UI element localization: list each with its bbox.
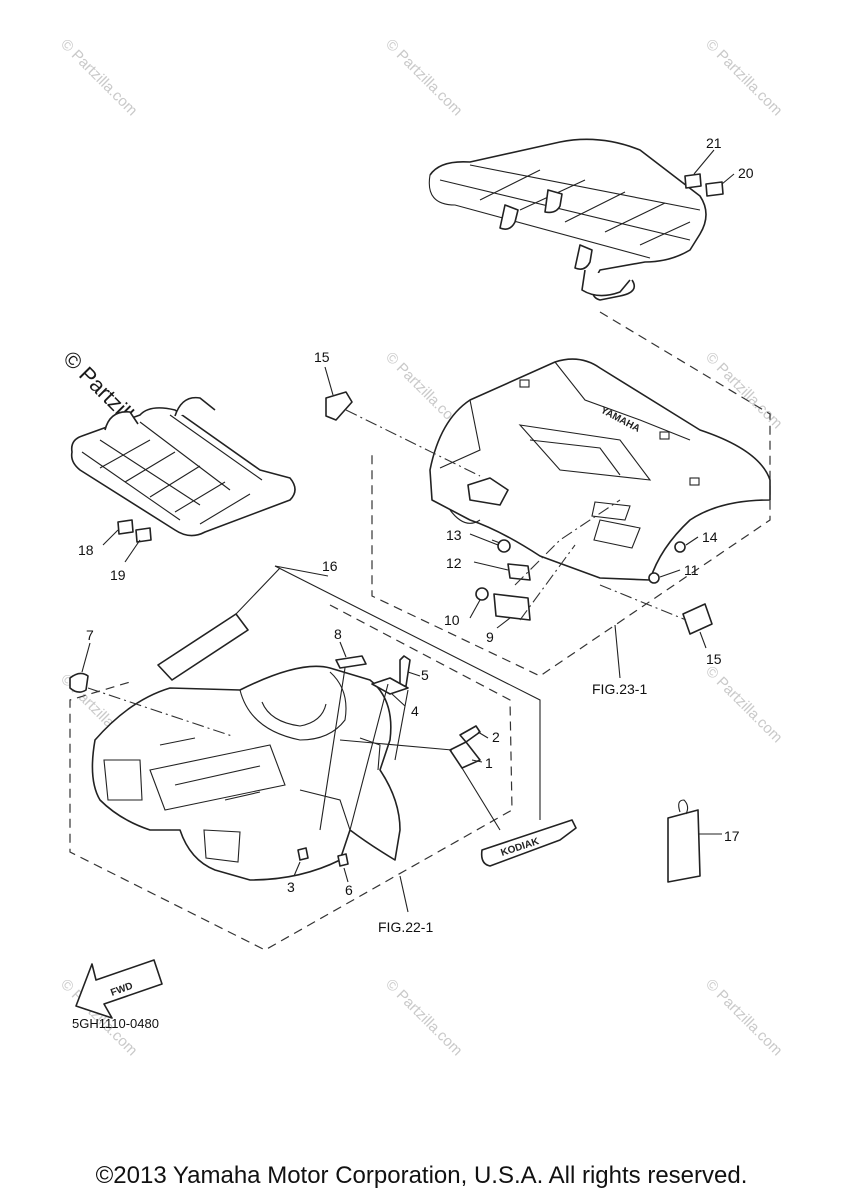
callout-12: 12	[446, 555, 462, 571]
copyright-notice: ©2013 Yamaha Motor Corporation, U.S.A. A…	[95, 1162, 748, 1189]
callout-6: 6	[345, 882, 353, 898]
callout-15-lower: 15	[706, 651, 722, 667]
washer-1	[449, 741, 481, 769]
watermark: © Partzilla.com	[702, 349, 785, 432]
nut-6	[337, 853, 349, 867]
washer-11	[648, 572, 660, 584]
fwd-arrow-icon	[75, 959, 163, 1019]
decal-15-upper	[324, 366, 481, 477]
fasteners-front	[293, 655, 501, 883]
diagram-part-code: 5GH1110-0480	[72, 1016, 159, 1031]
callout-1: 1	[485, 755, 493, 771]
decal-18	[117, 519, 134, 535]
callout-20: 20	[738, 165, 754, 181]
front-fender-group	[69, 604, 513, 951]
callout-18: 18	[78, 542, 94, 558]
fasteners-rear	[469, 499, 699, 629]
callout-19: 19	[110, 567, 126, 583]
callout-14: 14	[702, 529, 718, 545]
watermark: © Partzilla.com	[382, 36, 465, 119]
decal-8	[319, 641, 367, 831]
tag-17	[667, 799, 722, 883]
watermark: © Partzilla.com	[702, 663, 785, 746]
nut-3	[297, 847, 309, 861]
callout-11: 11	[684, 562, 699, 578]
callout-10: 10	[444, 612, 460, 628]
decal-21	[684, 173, 702, 189]
plate-9	[493, 593, 531, 621]
figure-ref-front[interactable]: FIG.22-1	[378, 919, 433, 935]
parts-diagram: © Partzilla.com © Partzilla.com © Partzi…	[57, 36, 785, 1059]
rivet-2	[459, 725, 481, 743]
watermark: © Partzilla.com	[702, 976, 785, 1059]
callout-5: 5	[421, 667, 429, 683]
decal-15-lower	[599, 584, 713, 649]
callout-9: 9	[486, 629, 494, 645]
callout-2: 2	[492, 729, 500, 745]
washer-4	[371, 677, 409, 695]
callout-7: 7	[86, 627, 94, 643]
decal-19	[135, 527, 152, 543]
watermark: © Partzilla.com	[57, 36, 140, 119]
callout-21: 21	[706, 135, 722, 151]
callout-8: 8	[334, 626, 342, 642]
figure-ref-rear[interactable]: FIG.23-1	[592, 681, 647, 697]
plate-12	[507, 563, 531, 581]
decal-7	[69, 642, 233, 737]
rear-carrier-rack	[428, 138, 707, 301]
front-carrier-rack	[70, 396, 296, 537]
rear-fender-group: YAMAHA	[371, 311, 771, 677]
callout-labels: 1 2 3 4 5 6 7 8 9 10 11 12 13 14 15 15 1…	[78, 135, 754, 898]
callout-4: 4	[411, 703, 419, 719]
watermark: © Partzilla.com	[702, 36, 785, 119]
callout-17: 17	[724, 828, 740, 844]
decals-20-21	[684, 149, 735, 197]
callout-15-upper: 15	[314, 349, 330, 365]
washer-14	[674, 541, 686, 553]
callout-16: 16	[322, 558, 338, 574]
callout-3: 3	[287, 879, 295, 895]
callout-13: 13	[446, 527, 462, 543]
decal-20	[705, 181, 724, 197]
fwd-arrow: FWD	[75, 959, 163, 1019]
decal-16	[157, 565, 541, 820]
bolt-13	[497, 539, 511, 553]
kodiak-decal: KODIAK	[480, 819, 577, 867]
figure-ref-leaders	[399, 624, 621, 913]
bolt-10	[475, 587, 489, 601]
watermark: © Partzilla.com	[382, 976, 465, 1059]
rivet-5	[399, 655, 411, 687]
decals-18-19	[102, 519, 152, 563]
